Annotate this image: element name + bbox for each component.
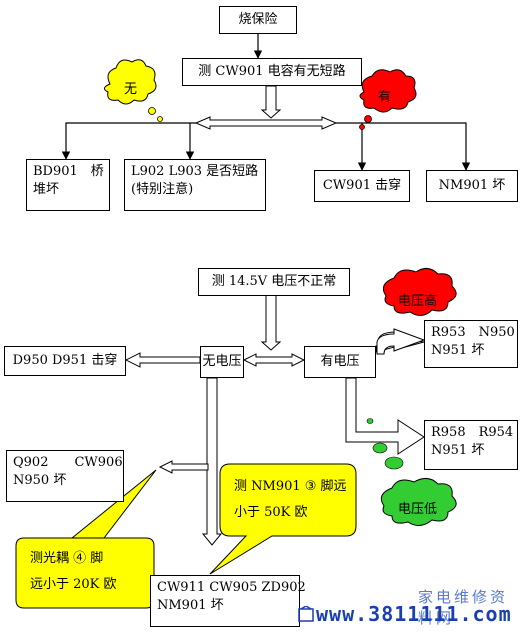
node-l902-line2: (特别注意) xyxy=(131,182,194,197)
node-test-14v5: 测 14.5V 电压不正常 xyxy=(198,268,350,296)
node-bd901: BD901 桥 堆坏 xyxy=(26,159,110,211)
watermark-logo-icon xyxy=(298,606,314,622)
watermark-url: www.3811111.com xyxy=(316,602,512,626)
node-d950: D950 D951 击穿 xyxy=(4,346,126,376)
hollow-down-arrow-final xyxy=(201,377,223,546)
hollow-double-arrow-mid xyxy=(242,353,306,367)
cloud-low-label: 电压低 xyxy=(398,502,438,517)
callout-optocoupler-line1: 测光耦 ④ 脚 xyxy=(30,551,104,566)
node-l902-line1: L902 L903 是否短路 xyxy=(131,164,259,179)
hollow-arrow-low xyxy=(345,377,425,455)
branch-right-top xyxy=(336,122,471,171)
hollow-left-arrow-q902 xyxy=(158,460,209,474)
node-r958-line2: N951 坏 xyxy=(431,443,485,458)
node-r958: R958 R954 N951 坏 xyxy=(424,420,518,470)
node-no-voltage: 无电压 xyxy=(200,346,244,378)
node-d950-label: D950 D951 击穿 xyxy=(12,353,118,368)
node-test-cw901: 测 CW901 电容有无短路 xyxy=(182,58,362,86)
cloud-high-voltage xyxy=(382,268,457,316)
node-r953-line2: N951 坏 xyxy=(431,343,485,358)
branch-left-top xyxy=(61,122,196,160)
node-q902: Q902 CW906 N950 坏 xyxy=(6,450,124,502)
cloud-yes-label: 有 xyxy=(378,90,392,105)
cloud-no xyxy=(104,59,163,122)
node-q902-line2: N950 坏 xyxy=(13,473,67,488)
watermark-cn-text: 家电维修资料网 xyxy=(418,588,509,627)
node-no-voltage-label: 无电压 xyxy=(202,354,242,369)
node-final-line1: CW911 CW905 ZD902 xyxy=(157,580,306,595)
callout-optocoupler-shape xyxy=(15,469,157,609)
hollow-arrow-high-body xyxy=(376,328,426,355)
watermark: 家电维修资料网 www.3811111.com xyxy=(298,588,522,628)
hollow-down-arrow-bottom xyxy=(260,294,282,351)
callout-nm901-line2: 小于 50K 欧 xyxy=(234,505,308,520)
callout-nm901: 测 NM901 ③ 脚远 小于 50K 欧 xyxy=(234,474,347,526)
cloud-yes xyxy=(359,69,417,130)
hollow-left-arrow-d950 xyxy=(124,352,201,368)
node-r953: R953 N950 N951 坏 xyxy=(424,320,518,368)
node-has-voltage: 有电压 xyxy=(304,346,376,378)
node-start: 烧保险 xyxy=(219,6,297,34)
cloud-low-voltage xyxy=(366,418,457,526)
node-cw901-label: CW901 击穿 xyxy=(322,178,402,193)
node-final: CW911 CW905 ZD902 NM901 坏 xyxy=(150,575,306,627)
node-start-label: 烧保险 xyxy=(238,12,278,27)
node-bd901-line1: BD901 桥 xyxy=(33,164,104,179)
node-has-voltage-label: 有电压 xyxy=(320,354,360,369)
node-bd901-line2: 堆坏 xyxy=(33,182,60,197)
node-cw901: CW901 击穿 xyxy=(314,170,410,202)
callout-nm901-shape xyxy=(209,463,357,575)
node-l902: L902 L903 是否短路 (特别注意) xyxy=(124,159,266,211)
node-nm901-top: NM901 坏 xyxy=(426,170,518,202)
callout-optocoupler-line2: 远小于 20K 欧 xyxy=(30,577,117,592)
node-final-line2: NM901 坏 xyxy=(157,598,224,613)
hollow-double-arrow-top xyxy=(194,116,338,130)
node-q902-line1: Q902 CW906 xyxy=(13,455,123,470)
node-r958-line1: R958 R954 xyxy=(431,425,514,440)
cloud-no-label: 无 xyxy=(124,82,138,97)
node-test-14v5-label: 测 14.5V 电压不正常 xyxy=(211,274,337,289)
node-nm901-top-label: NM901 坏 xyxy=(438,178,506,193)
callout-nm901-line1: 测 NM901 ③ 脚远 xyxy=(234,479,347,494)
hollow-down-arrow-top xyxy=(260,85,282,119)
node-test-cw901-label: 测 CW901 电容有无短路 xyxy=(198,64,346,79)
callout-optocoupler: 测光耦 ④ 脚 远小于 20K 欧 xyxy=(30,546,117,598)
cloud-high-label: 电压高 xyxy=(398,294,438,309)
node-r953-line1: R953 N950 xyxy=(431,325,515,340)
